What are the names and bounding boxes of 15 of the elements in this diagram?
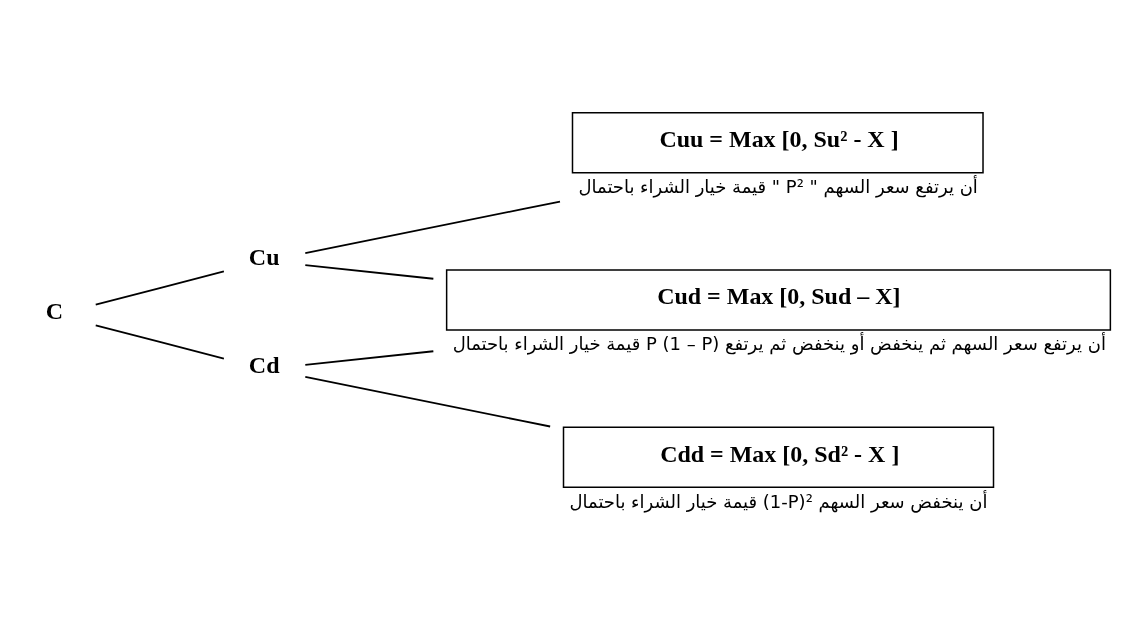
- connector: [304, 376, 552, 428]
- connector: [304, 200, 561, 254]
- node-label: قيمة خيار الشراء باحتمال " P² " أن يرتفع سعر السهم: [578, 176, 978, 198]
- node-box: Cuu = Max [0, Su² - X ]: [571, 112, 984, 174]
- node-text: C: [45, 298, 64, 325]
- node-label: قيمة خيار الشراء باحتمال (1-P)² أن ينخفض سعر السهم: [569, 490, 988, 512]
- node-text: Cd: [248, 352, 280, 379]
- connector: [304, 264, 435, 280]
- connector: [94, 270, 225, 306]
- node-box: Cdd = Max [0, Sd² - X ]: [562, 426, 995, 489]
- connector: [304, 350, 435, 366]
- node-label: قيمة خيار الشراء باحتمال P (1 – P) أن يرتفع سعر السهم ثم ينخفض أو ينخفض ثم يرتفع: [452, 333, 1106, 355]
- node-box: Cud = Max [0, Sud – X]: [445, 269, 1112, 331]
- connector: [94, 324, 225, 360]
- node-text: Cu: [248, 244, 280, 271]
